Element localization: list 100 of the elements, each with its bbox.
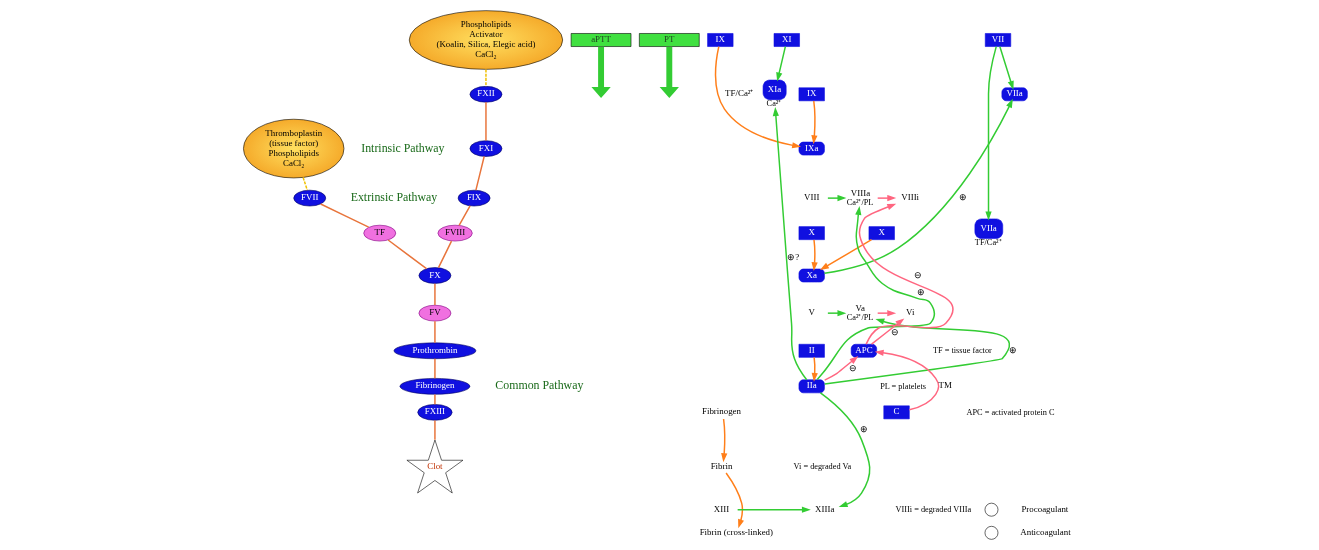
edge-label: ⊕: [958, 192, 967, 203]
connector: [484, 68, 487, 87]
node-label: TF/Ca²⁺: [974, 238, 1002, 248]
arrow: [714, 45, 801, 149]
node-box: VII: [984, 33, 1011, 47]
arrow: [998, 45, 1014, 90]
legend-label: Anticoagulant: [1019, 526, 1071, 537]
node-text: XIII: [713, 503, 729, 514]
arrow: [826, 195, 846, 202]
node-ellipse: TF: [362, 224, 396, 242]
connector: [433, 320, 436, 344]
arrow: [874, 349, 939, 411]
arrow: [876, 195, 896, 202]
node-text: Fibrin: [710, 460, 732, 471]
node-box: aPTT: [570, 33, 631, 47]
node-ellipse: FVIII: [437, 224, 473, 242]
edge-label: ⊕?: [786, 251, 799, 262]
node-ellipse: FVII: [292, 189, 326, 207]
connector: [319, 203, 369, 228]
node-box: Xa: [798, 268, 825, 283]
node-box: IX: [706, 33, 733, 47]
node-box: XI: [773, 33, 800, 47]
node-text: XIIIa: [814, 503, 834, 514]
arrow: [823, 355, 858, 381]
arrow: [720, 418, 727, 463]
connector: [484, 101, 487, 142]
arrow: [819, 392, 870, 508]
edge-label: ⊕: [1008, 344, 1017, 355]
arrow: [772, 107, 807, 381]
node-ellipse: Fibrinogen: [399, 378, 470, 395]
node-text: VIIIa: [850, 187, 870, 198]
node-text: Vi: [905, 307, 914, 318]
connector: [433, 282, 436, 306]
edge-label: TM: [938, 380, 952, 391]
arrow: [858, 203, 954, 345]
arrow: [984, 45, 997, 221]
edge-label: ⊖: [848, 362, 857, 373]
node-label: Ca²⁺: [766, 99, 781, 109]
node-box: APC: [850, 343, 877, 358]
node-ellipse: FXI: [469, 140, 502, 157]
label: Vi = degraded Va: [793, 461, 851, 471]
connector: [433, 393, 436, 405]
edge-label: ⊖: [913, 269, 922, 280]
connector: [474, 155, 485, 191]
label: Common Pathway: [494, 378, 583, 393]
label: TF = tissue factor: [932, 345, 992, 355]
node-ellipse: FX: [418, 267, 451, 284]
label: VIIIi = degraded VIIIa: [894, 504, 971, 514]
node-box: II: [798, 343, 825, 358]
node-ellipse: FXIII: [416, 404, 452, 421]
arrow: [815, 206, 935, 381]
connector: [386, 239, 427, 270]
node-ellipse: FIX: [457, 189, 490, 207]
label: PL = platelets: [879, 381, 926, 391]
label: APC = activated protein C: [965, 407, 1055, 417]
arrow: [811, 239, 818, 272]
node-text: Va: [855, 302, 865, 313]
connector: [433, 419, 436, 441]
node-text: VIIIi: [900, 192, 919, 203]
edge-label: TF/Ca²⁺: [724, 88, 754, 99]
arrow: [826, 310, 846, 317]
arrow: [823, 318, 1010, 385]
node-label: Ca²⁺/PL: [846, 198, 873, 208]
connector: [457, 205, 471, 227]
node-ellipse: Prothrombin: [393, 342, 476, 360]
node-ellipse: FV: [418, 304, 451, 322]
arrow: [775, 45, 786, 82]
arrow: [876, 310, 896, 317]
node-ellipse: Thromboplastin (tissue factor) Phospholipids CaCl₂: [242, 118, 344, 179]
node-ellipse: FXII: [469, 86, 502, 103]
node-text: VIII: [803, 192, 819, 203]
arrow: [819, 239, 872, 271]
node-text: Fibrinogen: [701, 406, 741, 417]
edge-label: ⊖: [890, 327, 899, 338]
node-box: IXa: [798, 141, 825, 156]
node-box: X: [798, 226, 825, 240]
connector: [433, 358, 436, 380]
connector: [301, 176, 308, 191]
connector: [437, 240, 452, 269]
label: Intrinsic Pathway: [360, 140, 445, 155]
arrow: [724, 472, 744, 529]
node-box: IX: [798, 87, 825, 102]
node-box: VIIa: [1001, 87, 1028, 102]
arrow: [823, 98, 1013, 275]
node-text: Fibrin (cross-linked): [699, 526, 773, 537]
node-text: V: [807, 307, 815, 318]
node-ellipse: Phospholipids Activator (Koalin, Silica, Elegic acid) CaCl₂: [408, 10, 563, 70]
legend-label: Procoagulant: [1020, 503, 1068, 514]
node-label: Ca²⁺/PL: [846, 313, 873, 323]
arrow: [590, 46, 611, 99]
arrow: [810, 100, 818, 145]
arrow: [736, 506, 811, 513]
arrow: [870, 318, 904, 345]
node-box: IIa: [798, 379, 825, 394]
label: Extrinsic Pathway: [350, 190, 437, 205]
edge-label: ⊕: [859, 424, 868, 435]
edge-label: ⊕: [916, 287, 925, 298]
arrow: [659, 46, 679, 99]
node-box: X: [868, 226, 895, 240]
node-box: PT: [638, 33, 700, 47]
